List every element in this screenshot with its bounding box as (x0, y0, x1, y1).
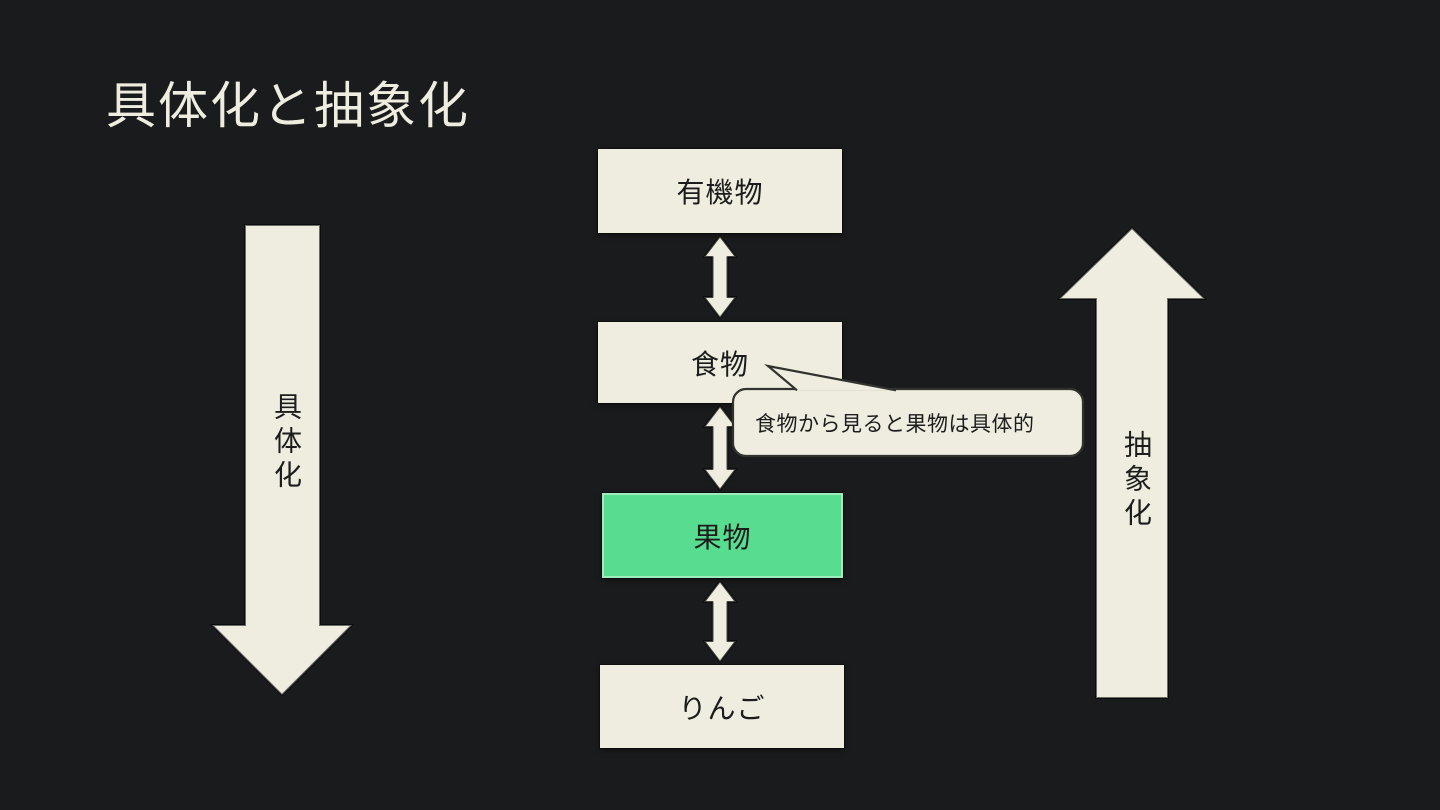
node-apple-label: りんご (678, 692, 766, 724)
node-organic-matter: 有機物 (598, 149, 842, 233)
double-arrow-organic-food (703, 235, 737, 319)
abstraction-up-arrow (1056, 226, 1208, 699)
node-food-label: 食物 (690, 348, 749, 380)
node-fruit-label: 果物 (693, 521, 752, 553)
node-organic-matter-label: 有機物 (676, 177, 764, 208)
slide-title: 具体化と抽象化 (106, 78, 470, 134)
callout-text: 食物から見ると果物は具体的 (755, 412, 1035, 436)
double-arrow-fruit-apple (703, 580, 737, 663)
double-arrow-food-fruit (703, 405, 737, 491)
concretization-label: 具体化 (271, 392, 302, 494)
node-apple: りんご (600, 665, 844, 748)
node-fruit-highlighted: 果物 (602, 493, 843, 578)
concretization-down-arrow (209, 224, 355, 697)
abstraction-label: 抽象化 (1121, 430, 1152, 532)
